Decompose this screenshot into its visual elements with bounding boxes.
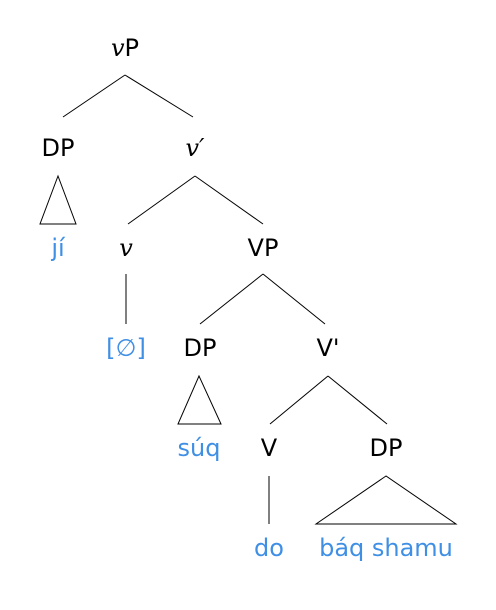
triangle-vp-spec-dp (177, 374, 222, 425)
triangle-comp-dp (314, 475, 458, 525)
node-comp-dp: DP (370, 434, 403, 462)
leaf-null: [∅] (106, 334, 146, 362)
node-V-bar: V' (316, 334, 339, 362)
leaf-baq-shamu: báq shamu (319, 534, 453, 562)
edge-Vbar-V (269, 375, 329, 425)
node-v-bar-italic: v (185, 134, 199, 162)
node-spec-dp: DP (42, 134, 75, 162)
node-vP: vP (111, 34, 139, 62)
tree-edges (39, 74, 458, 525)
node-V-head: V (261, 434, 278, 462)
leaf-do: do (254, 534, 284, 562)
leaf-suq: súq (178, 434, 221, 462)
node-VP: VP (248, 234, 279, 262)
edge-vP-DP (62, 74, 126, 118)
edge-vbar-VP (194, 175, 264, 225)
leaf-ji: jí (50, 234, 66, 262)
node-v-bar-prime: ′ (199, 134, 205, 162)
edge-vbar-v (127, 175, 196, 225)
edge-vP-vbar (124, 74, 194, 118)
node-vP-rest: P (125, 34, 139, 62)
node-v-head: v (119, 234, 133, 262)
edge-Vbar-DP (327, 375, 388, 425)
node-vP-italic: v (111, 34, 125, 62)
edge-VP-Vbar (262, 273, 326, 325)
node-v-bar: v′ (185, 134, 205, 162)
node-vp-spec-dp: DP (184, 334, 217, 362)
triangle-spec-dp (39, 174, 77, 225)
edge-VP-DP (199, 273, 264, 325)
